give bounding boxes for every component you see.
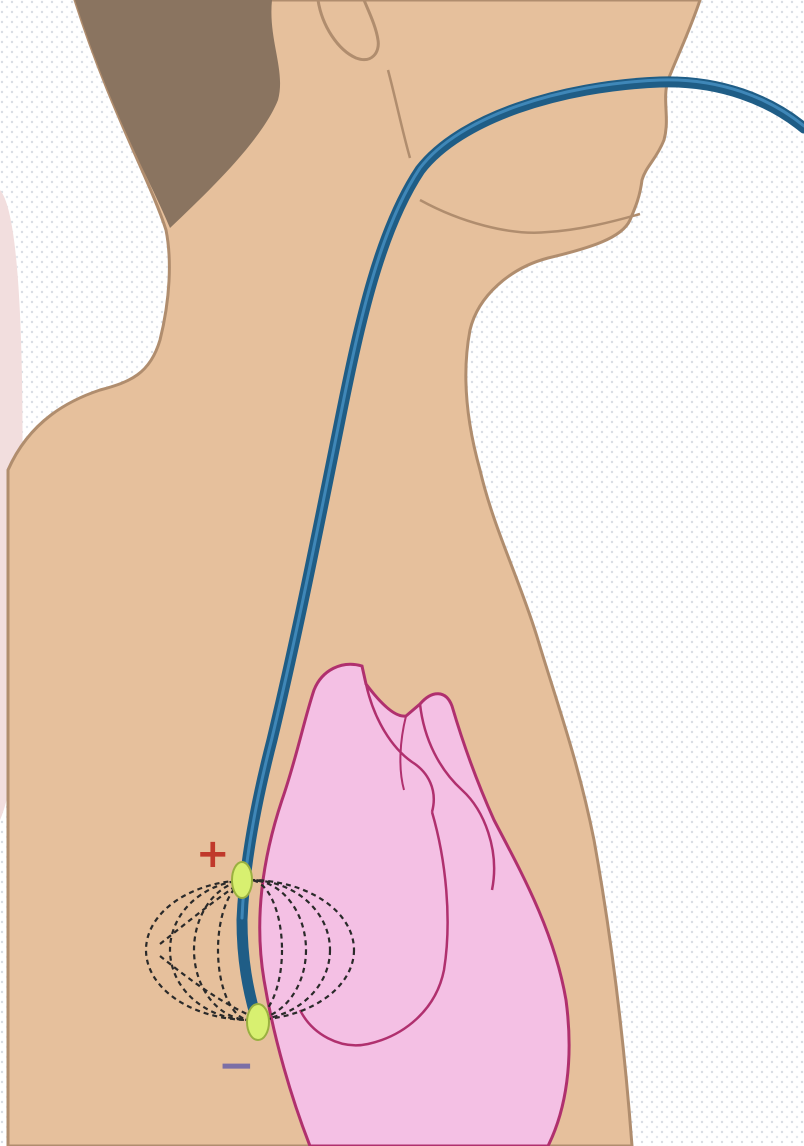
minus-icon: − [218,1044,255,1088]
distal-electrode-icon [247,1004,269,1040]
proximal-electrode-icon [232,862,252,898]
plus-icon: + [196,834,230,874]
